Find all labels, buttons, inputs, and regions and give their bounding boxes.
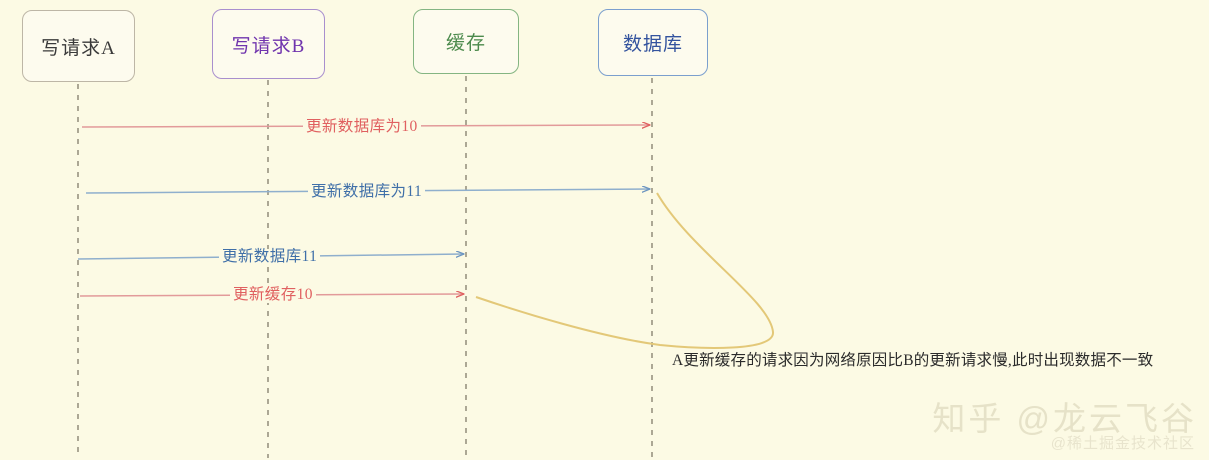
message-label-update-db-11: 更新数据库为11 (308, 184, 426, 200)
annotation-connector-curve (475, 192, 775, 349)
actor-label-cache: 缓存 (445, 33, 486, 54)
actor-box-write-request-a: 写请求A (22, 10, 135, 82)
watermark-primary: 知乎 @龙云飞谷 (932, 400, 1197, 437)
message-label-update-db-11-cache: 更新数据库11 (219, 249, 321, 265)
actor-box-write-request-b: 写请求B (212, 9, 325, 79)
actor-label-database: 数据库 (622, 34, 683, 55)
annotation-text: A更新缓存的请求因为网络原因比B的更新请求慢,此时出现数据不一致 (672, 352, 1154, 369)
actor-box-database: 数据库 (598, 9, 708, 76)
actor-box-cache: 缓存 (413, 9, 519, 74)
actor-label-write-request-b: 写请求B (231, 35, 306, 57)
lifeline-group (77, 76, 653, 458)
message-arrow-group (77, 125, 650, 296)
actor-label-write-request-a: 写请求A (41, 37, 116, 59)
watermark-secondary: @稀土掘金技术社区 (1050, 435, 1195, 452)
message-label-update-db-10: 更新数据库为10 (303, 119, 421, 135)
message-label-update-cache-10: 更新缓存10 (230, 287, 316, 303)
